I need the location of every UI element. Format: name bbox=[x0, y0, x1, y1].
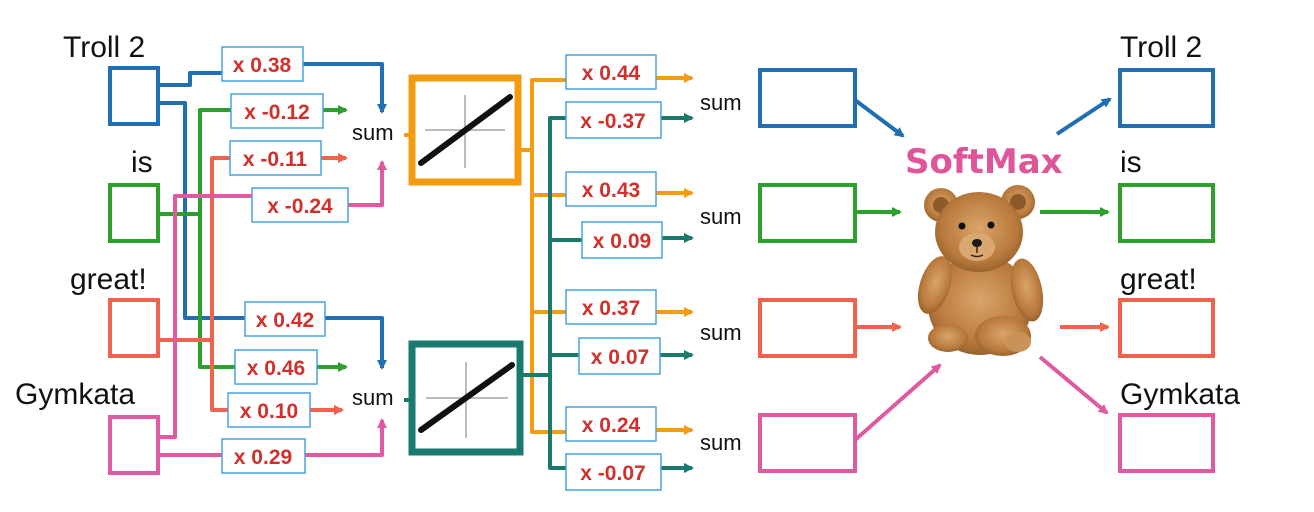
weight-label: x 0.24 bbox=[582, 414, 641, 437]
weight-box bbox=[229, 140, 322, 176]
input-label-great: great! bbox=[70, 263, 147, 296]
weight-label: x -0.11 bbox=[243, 148, 308, 171]
weight-label: x 0.29 bbox=[234, 446, 292, 469]
input-label-gymkata: Gymkata bbox=[15, 378, 135, 411]
weight-label: x 0.42 bbox=[256, 309, 314, 332]
hidden-sum-label-top: sum bbox=[352, 120, 394, 145]
hidden-to-output-connections bbox=[518, 73, 694, 473]
activation-frame-teal bbox=[408, 340, 524, 456]
input-node-is bbox=[108, 183, 160, 243]
input-node-great bbox=[108, 298, 160, 358]
sum-node-troll2 bbox=[758, 68, 857, 128]
weight-box bbox=[221, 438, 306, 474]
weight-label: x 0.07 bbox=[591, 346, 649, 369]
softmax-connections bbox=[853, 97, 1112, 442]
output-node-great bbox=[1118, 298, 1215, 358]
identity-activation-icon bbox=[418, 94, 513, 168]
output-sum-label: sum bbox=[700, 430, 742, 455]
weight-box bbox=[565, 171, 657, 207]
weight-box bbox=[565, 54, 657, 90]
weight-box bbox=[244, 301, 326, 337]
activation-frame-orange bbox=[408, 74, 522, 186]
weight-label: x -0.12 bbox=[244, 101, 309, 124]
sum-node-great bbox=[758, 298, 857, 358]
weight-box bbox=[565, 453, 662, 491]
hidden-weights-top: x 0.38 x -0.12 x -0.11 x -0.24 bbox=[221, 46, 349, 223]
input-node-gymkata bbox=[108, 415, 160, 475]
weight-box bbox=[251, 187, 349, 223]
weight-label: x 0.43 bbox=[582, 179, 640, 202]
weight-label: x -0.24 bbox=[267, 195, 333, 218]
output-label-great: great! bbox=[1120, 263, 1197, 296]
sum-node-gymkata bbox=[758, 413, 857, 473]
input-layer: Troll 2 is great! Gymkata bbox=[15, 31, 160, 475]
hidden-weights-bottom: x 0.42 x 0.46 x 0.10 x 0.29 bbox=[221, 301, 326, 474]
output-sum-nodes bbox=[758, 68, 857, 473]
weight-box bbox=[221, 46, 304, 82]
output-sum-label: sum bbox=[700, 90, 742, 115]
input-connections bbox=[158, 62, 410, 457]
weight-label: x 0.37 bbox=[582, 297, 640, 320]
weight-label: x 0.46 bbox=[247, 357, 305, 380]
output-label-troll2: Troll 2 bbox=[1120, 31, 1202, 64]
input-label-troll2: Troll 2 bbox=[63, 31, 145, 64]
output-weights: x 0.44 x -0.37 x 0.43 x 0.09 x 0.37 x 0.… bbox=[565, 54, 663, 491]
weight-label: x 0.10 bbox=[240, 400, 298, 423]
identity-activation-icon bbox=[418, 362, 515, 438]
weight-box bbox=[581, 221, 663, 259]
weight-label: x 0.38 bbox=[233, 54, 292, 77]
weight-box bbox=[565, 289, 657, 325]
weight-label: x 0.44 bbox=[582, 62, 641, 85]
output-sum-label: sum bbox=[700, 320, 742, 345]
hidden-sum-label-bottom: sum bbox=[352, 385, 394, 410]
sum-node-is bbox=[758, 183, 857, 243]
output-label-is: is bbox=[1120, 146, 1142, 179]
weight-box bbox=[565, 406, 657, 442]
output-sum-label: sum bbox=[700, 204, 742, 229]
activation-bottom bbox=[408, 340, 524, 456]
weight-label: x -0.07 bbox=[580, 462, 645, 485]
output-node-gymkata bbox=[1118, 413, 1215, 473]
output-label-gymkata: Gymkata bbox=[1120, 378, 1240, 411]
input-label-is: is bbox=[131, 146, 153, 179]
weight-box bbox=[578, 337, 661, 375]
weight-label: x 0.09 bbox=[593, 230, 651, 253]
output-node-troll2 bbox=[1118, 68, 1215, 128]
teddy-bear-icon bbox=[917, 185, 1044, 356]
weight-box bbox=[230, 93, 324, 129]
weight-box bbox=[565, 101, 662, 139]
output-node-is bbox=[1118, 183, 1215, 243]
weight-box bbox=[234, 349, 318, 385]
weight-box bbox=[227, 392, 311, 428]
softmax-label: SoftMax bbox=[905, 142, 1063, 182]
weight-label: x -0.37 bbox=[580, 110, 645, 133]
output-layer: Troll 2 is great! Gymkata bbox=[1118, 31, 1240, 473]
input-node-troll2 bbox=[108, 66, 160, 126]
activation-top bbox=[408, 74, 522, 186]
